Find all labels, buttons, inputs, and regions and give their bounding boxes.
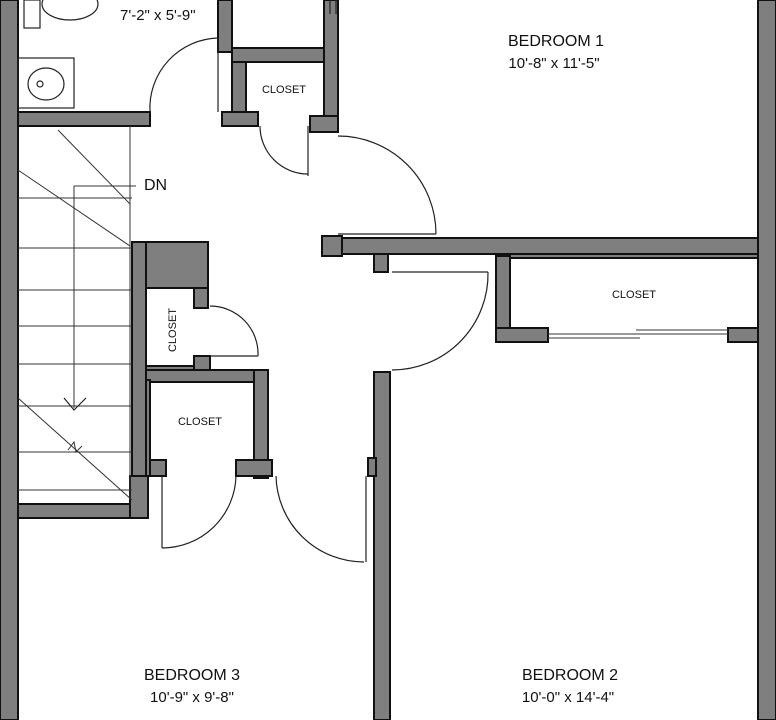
stair-arrow-head-icon [63,397,87,411]
staircase: DN [17,126,167,501]
wall-bedroom1-stub [321,235,343,257]
linen-closet-door-swing [209,305,259,357]
bedroom2-dimensions: 10'-0" x 14'-4" [522,689,614,706]
stair-break-zigzag [67,440,83,454]
wall-b3-closet-left [145,379,151,477]
hall-closet-door-swing [259,125,309,175]
toilet-tank-icon [23,0,41,29]
bedroom3-closet-label: CLOSET [178,416,222,428]
b3-closet-door-swing [161,475,237,549]
wall-linen-right [193,287,209,309]
wall-b2-closet-leftfoot [495,327,549,343]
wall-stair-divider [131,241,147,505]
wall-bedroom3-top [17,503,149,519]
bath-fixtures [17,0,337,109]
wall-closet-right-foot [309,115,339,133]
doors [149,37,728,563]
wall-closet-top [231,47,339,63]
bedroom2-closet-label: CLOSET [612,289,656,301]
wall-b3-closet-right [253,369,269,479]
wall-linen-bottom-right [193,355,211,371]
bath-dimensions: 7'-2" x 5'-9" [120,7,196,24]
stair-direction-label: DN [144,177,167,194]
stair-winder-1 [57,129,131,205]
bedroom3-dimensions: 10'-9" x 9'-8" [150,689,234,706]
bedroom1-dimensions: 10'-8" x 11'-5" [508,55,599,72]
wall-right-exterior [757,0,776,720]
wall-b2-closet-rightfoot [727,327,759,343]
toilet-bowl-icon [41,0,99,21]
wall-bath-bottom [17,111,151,127]
hall-closet-label: CLOSET [262,84,306,96]
bedroom1-door-swing [337,135,437,235]
sink-basin-icon [27,67,65,101]
linen-closet-label: CLOSET [167,308,179,352]
wall-b3-closet-top [145,369,269,383]
bath-door-swing [149,37,219,113]
bedroom1-name: BEDROOM 1 [508,33,604,50]
wall-bedroom2-left [373,371,391,720]
wall-b3-closet-foot-right [235,459,273,477]
bedroom3-name: BEDROOM 3 [144,667,240,684]
wall-bedroom2-left-stub [367,457,377,477]
wall-hall-post [373,253,389,273]
wall-left-exterior [0,0,19,720]
sink-drain-icon [36,80,44,88]
wall-closet-left-foot [221,111,259,127]
labels: 7'-2" x 5'-9" BEDROOM 1 10'-8" x 11'-5" … [120,7,656,706]
bedroom2-name: BEDROOM 2 [522,667,618,684]
bedroom3-door-swing [275,475,365,563]
wall-b2-closet-top [495,253,759,259]
sink-counter-icon [17,57,75,109]
wall-bedroom1-bottom [323,237,759,255]
wall-closet-right [323,0,339,121]
wall-top-stub [217,0,233,53]
bedroom2-door-swing [391,271,489,371]
wall-bedroom3-top-corner [129,475,149,519]
